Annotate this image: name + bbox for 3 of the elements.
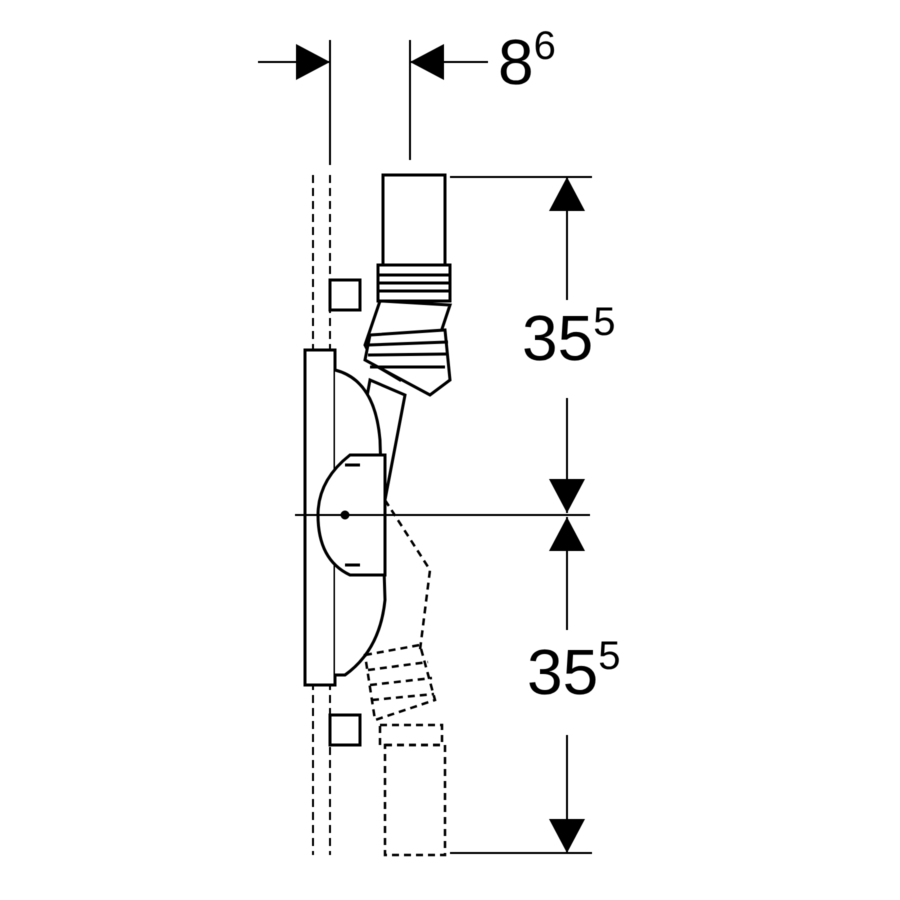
dimension-label: 35$^{5}$ [522, 306, 616, 370]
dimension-label: 8$^{6}$ [498, 30, 556, 94]
dimension-label: 35$^{5}$ [527, 640, 620, 704]
